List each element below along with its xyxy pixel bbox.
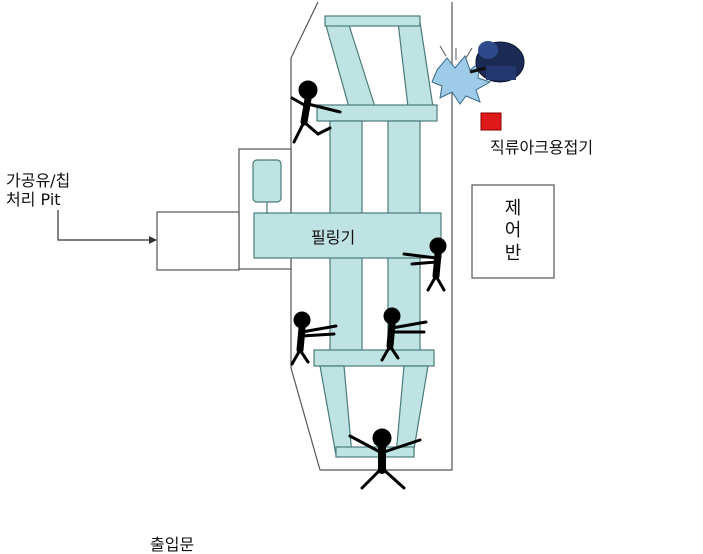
control-panel-box	[471, 184, 555, 279]
frame-upper-cross	[316, 104, 438, 122]
control-panel-label: 제 어 반	[472, 185, 554, 278]
building-wall-right	[320, 2, 453, 471]
frame-lower-cross	[313, 349, 435, 367]
pit-arrow-line	[57, 210, 150, 241]
entrance-label: 출입문	[150, 535, 195, 554]
pit-label-line2: 처리 Pit	[6, 190, 61, 210]
frame-top-bar	[324, 15, 421, 27]
pit-label: 가공유/칩 처리 Pit	[6, 171, 70, 209]
worker-lower-left-icon	[290, 311, 338, 366]
pit-arrow-head	[149, 236, 157, 244]
worker-bottom-icon	[348, 428, 422, 490]
pit-box	[156, 211, 240, 271]
worker-right-mid-icon	[402, 237, 447, 292]
control-panel-label-line3: 반	[504, 242, 522, 264]
dc-arc-welder-label: 직류아크용접기	[490, 138, 594, 157]
motor-unit	[252, 159, 282, 203]
frame-bottom-bar	[335, 446, 415, 458]
frame-top-left-strut	[324, 21, 376, 108]
welder-worker-icon	[431, 41, 525, 105]
control-panel-label-line1: 제	[504, 197, 522, 219]
control-panel-label-line2: 어	[504, 220, 522, 242]
frame-top-right-strut	[397, 21, 434, 108]
worker-upper-left-icon	[290, 80, 342, 144]
worker-lower-center-icon	[380, 307, 428, 362]
frame-bottom-left-strut	[319, 365, 353, 456]
peeling-machine-label: 필링기	[311, 228, 356, 247]
peeling-machine-body	[253, 212, 442, 259]
welder-red-box	[480, 112, 502, 131]
pit-label-line1: 가공유/칩	[6, 171, 71, 190]
